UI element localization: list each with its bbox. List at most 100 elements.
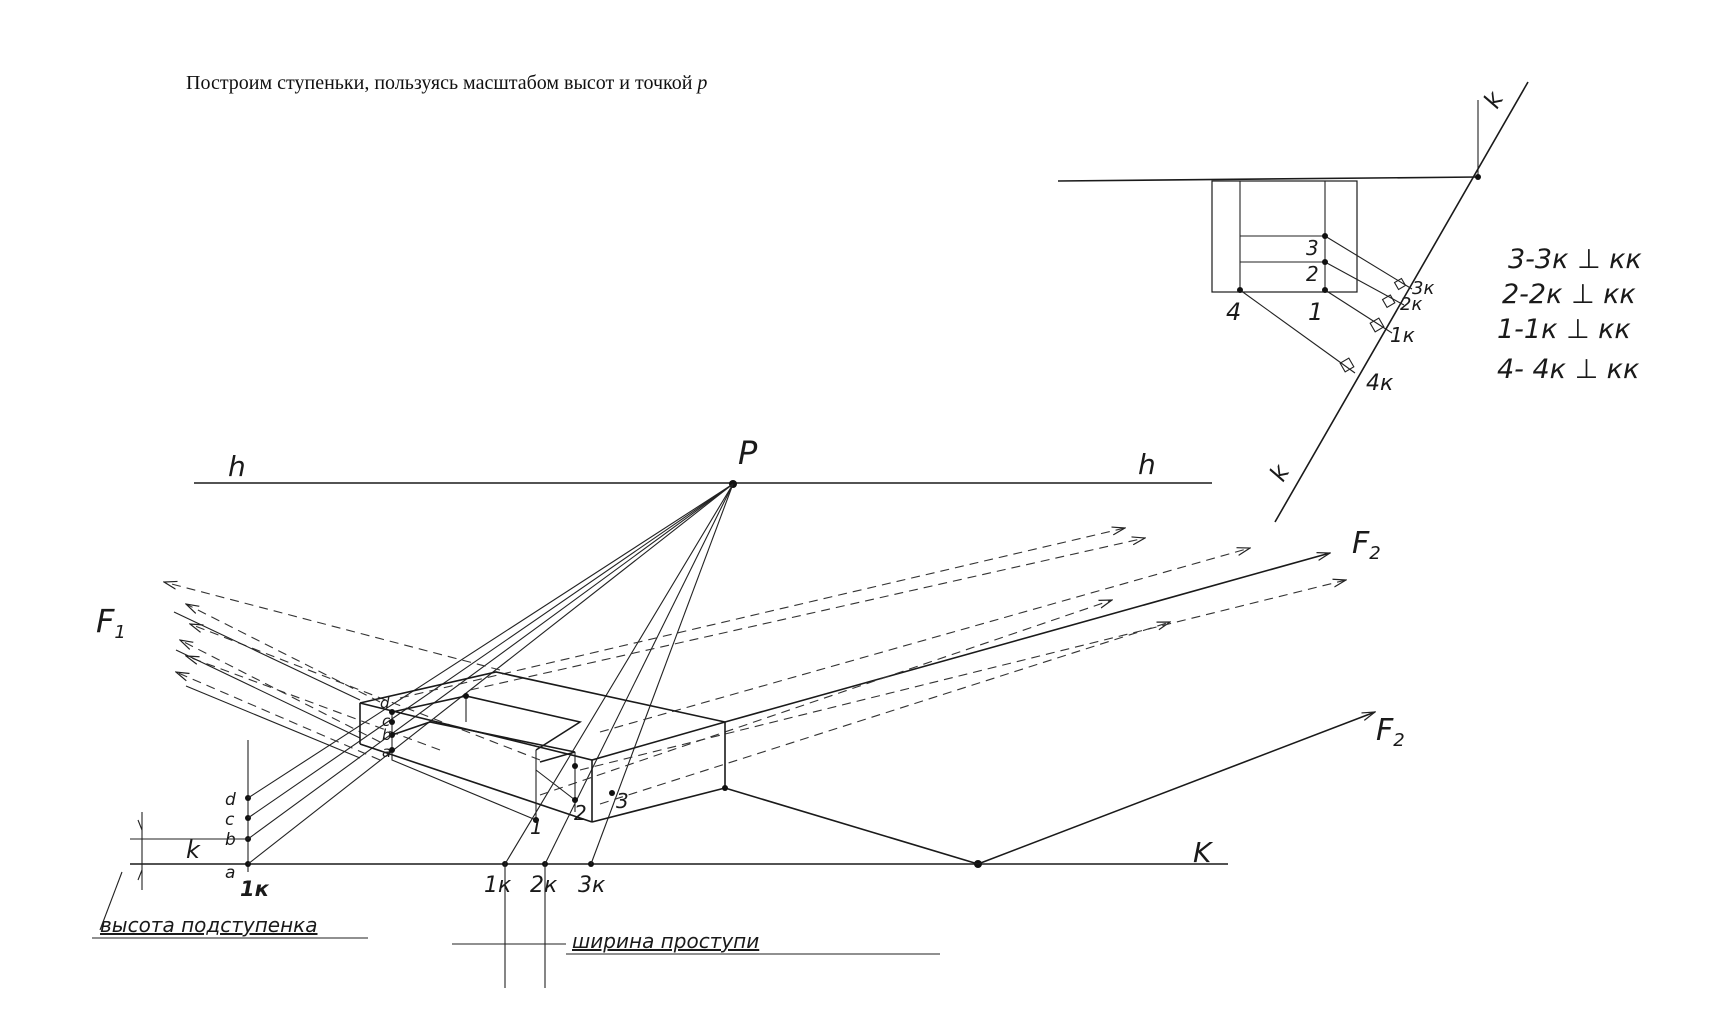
plan-point-3 [1322, 233, 1328, 239]
horizon-label-right: h [1138, 448, 1156, 481]
f2-line-4 [724, 553, 1330, 723]
ray-p-b [247, 483, 734, 840]
base-label-1k: 1к [484, 873, 512, 898]
f2-top-label: F2 [1352, 526, 1381, 564]
scale-label-c: c [225, 810, 235, 830]
step-label-2: 2 [574, 801, 587, 825]
f2-line-1 [399, 528, 1125, 699]
plan-proj-3 [1324, 235, 1413, 290]
base-line: K 1к 2к 3к [130, 836, 1228, 898]
plan-point-k-top [1475, 174, 1481, 180]
plan-label-3k: 3к [1412, 278, 1434, 299]
f2-line-3 [599, 548, 1250, 733]
plan-label-k-top: k [1478, 86, 1510, 113]
plan-label-k-bottom: k [1264, 459, 1296, 486]
f1-line-5 [186, 656, 441, 751]
lines-to-f2: F2 F2 [399, 526, 1405, 865]
tread-width-dimension: ширина проступи [452, 864, 940, 988]
plan-kk-line [1274, 81, 1529, 523]
f1-line-9 [185, 685, 361, 759]
f1-label: F1 [96, 602, 126, 643]
plan-label-4: 4 [1226, 298, 1241, 326]
plan-proj-1 [1324, 289, 1393, 334]
step-top-1 [391, 695, 583, 751]
box-point-d [389, 709, 395, 715]
plan-point-4 [1237, 287, 1243, 293]
f1-line-7 [173, 611, 361, 701]
f1-line-6 [176, 672, 381, 761]
ray-p-1k [504, 483, 734, 865]
box-label-c: c [382, 712, 391, 730]
f2-line-2 [469, 538, 1145, 691]
caption: Построим ступеньки, пользуясь масштабом … [186, 72, 707, 95]
lines-to-f1: F1 [96, 582, 541, 761]
f1-line-2 [186, 604, 381, 703]
perpendicular-notes: 3-3к ⊥ кк 2-2к ⊥ кк 1-1к ⊥ кк 4- 4к ⊥ кк [1497, 244, 1642, 385]
f2-bottom-label-letter: F [1376, 713, 1394, 748]
note-4: 4- 4к ⊥ кк [1497, 354, 1640, 385]
plan-label-2: 2 [1306, 262, 1319, 286]
scale-label-1k: 1к [240, 877, 270, 901]
f1-label-letter: F [96, 602, 115, 640]
horizon-label-left: h [228, 450, 246, 483]
f1-line-3 [190, 624, 541, 761]
f1-line-8 [175, 649, 361, 739]
label-k-small: k [186, 836, 201, 864]
note-3: 3-3к ⊥ кк [1508, 244, 1642, 275]
f2-top-label-sub: 2 [1369, 543, 1380, 564]
plan-right-angle-1 [1369, 317, 1385, 333]
box-label-d: d [380, 694, 390, 712]
scale-label-d: d [225, 790, 236, 810]
base-label-2k: 2к [530, 873, 558, 898]
box-bottom-left [359, 743, 593, 823]
note-2: 2-2к ⊥ кк [1502, 279, 1636, 310]
plan-right-angle-3 [1393, 277, 1407, 291]
riser-leader [99, 871, 123, 931]
base-label-k: K [1193, 836, 1214, 869]
caption-text: Построим ступеньки, пользуясь масштабом … [186, 72, 693, 94]
plan-right-angle-4 [1339, 357, 1355, 373]
riser-height-label: высота подступенка [100, 913, 318, 937]
box-point-c [389, 719, 395, 725]
scale-label-b: b [225, 830, 236, 850]
plan-label-4k: 4к [1366, 371, 1394, 396]
box-point-3 [609, 790, 615, 796]
horizon: h h P [194, 434, 1212, 488]
plan-view: k k 4 1 2 3 4к 1к 2к 3к [1057, 81, 1529, 523]
plan-wall-line [1057, 176, 1479, 182]
f2-top-label-letter: F [1352, 526, 1370, 561]
f2-bottom-label-sub: 2 [1393, 730, 1404, 751]
f1-label-sub: 1 [114, 622, 125, 643]
riser-dim-arrow-bottom [137, 869, 143, 881]
note-1: 1-1к ⊥ кк [1497, 314, 1631, 345]
height-scale: d c b a 1к k высота подступенка [92, 740, 368, 939]
ray-p-d [247, 483, 734, 799]
riser-dim-arrow-top [137, 819, 143, 831]
f2-line-7 [579, 580, 1346, 771]
box-label-b: b [382, 726, 392, 744]
plan-label-2k: 2к [1400, 294, 1422, 315]
step-top-2 [391, 721, 576, 763]
ray-p-c [247, 483, 734, 819]
plan-right-angle-2 [1381, 294, 1396, 309]
box-label-a: a [382, 743, 391, 761]
caption-point-var: p [697, 72, 708, 94]
box-point-2 [572, 797, 578, 803]
step-label-1: 1 [530, 815, 543, 839]
plan-point-1 [1322, 287, 1328, 293]
f2-line-6 [599, 622, 1170, 805]
box-point-a [389, 747, 395, 753]
point-p-label: P [738, 434, 758, 472]
box-point-b [389, 732, 395, 738]
box-point-1 [533, 817, 539, 823]
plan-proj-4 [1239, 289, 1356, 374]
box-point-step [572, 763, 578, 769]
scale-label-a: a [225, 863, 235, 883]
stair-box: d c b a 1 2 3 [359, 671, 728, 839]
f1-line-1 [164, 582, 501, 671]
box-bottom-right [591, 787, 726, 823]
f2-bottom-label: F2 [1376, 713, 1405, 751]
plan-label-1k: 1к [1390, 323, 1415, 347]
f2-line-8 [977, 711, 1375, 865]
